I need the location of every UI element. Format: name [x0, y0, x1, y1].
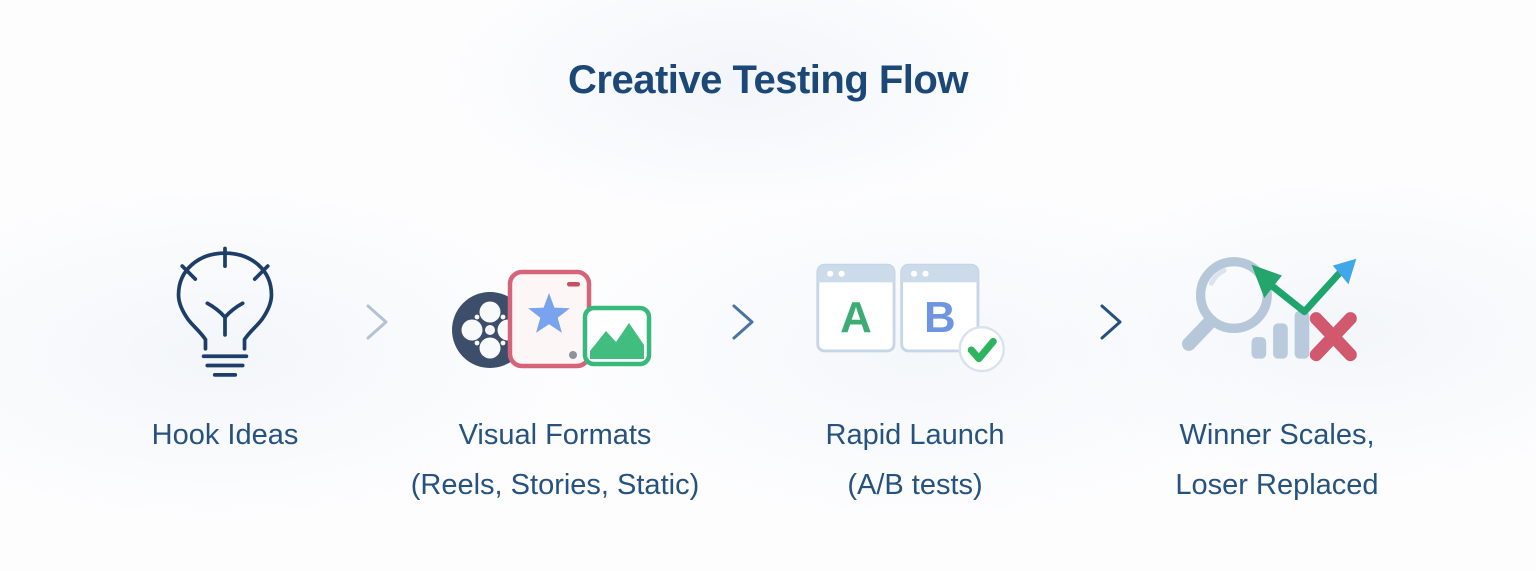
step-label: Rapid Launch	[825, 419, 1005, 451]
flow-step-winner-scales: Winner Scales, Loser Replaced	[1112, 230, 1442, 510]
ab-test-windows-icon: A B	[755, 230, 1075, 410]
flow-step-hook-ideas: Hook Ideas	[65, 230, 385, 460]
bar-chart-icon	[1251, 310, 1310, 359]
lightbulb-icon	[65, 230, 385, 410]
flow-arrow-1	[322, 300, 408, 344]
flow-step-visual-formats: Visual Formats (Reels, Stories, Static)	[395, 230, 715, 510]
step-label: Hook Ideas	[151, 419, 299, 451]
media-formats-icon	[395, 230, 715, 410]
magnifier-icon	[1182, 257, 1272, 351]
checkmark-badge-icon	[958, 325, 1005, 373]
variant-b-letter: B	[923, 293, 955, 342]
arrow-right-icon	[691, 304, 754, 340]
browser-window-a-icon: A	[815, 263, 895, 353]
trend-arrow-icon	[1251, 258, 1357, 316]
photo-icon	[582, 305, 651, 366]
performance-analysis-icon	[1112, 230, 1442, 410]
step-label: Winner Scales,	[1179, 419, 1375, 451]
browser-window-b-icon: B	[899, 263, 979, 353]
story-card-icon	[507, 269, 591, 368]
arrow-right-icon	[1059, 304, 1122, 340]
arrow-right-icon	[325, 304, 388, 340]
flow-arrow-3	[1056, 300, 1142, 344]
x-mark-icon	[1309, 312, 1357, 362]
step-sublabel: (A/B tests)	[847, 469, 983, 501]
diagram-title: Creative Testing Flow	[568, 58, 968, 102]
step-sublabel: Loser Replaced	[1175, 469, 1379, 501]
flow-arrow-2	[688, 300, 774, 344]
flow-step-rapid-launch: A B Rapid Launch (A/B tests)	[755, 230, 1075, 510]
step-label: Visual Formats	[458, 419, 652, 451]
step-sublabel: (Reels, Stories, Static)	[410, 469, 700, 501]
variant-a-letter: A	[840, 293, 872, 342]
